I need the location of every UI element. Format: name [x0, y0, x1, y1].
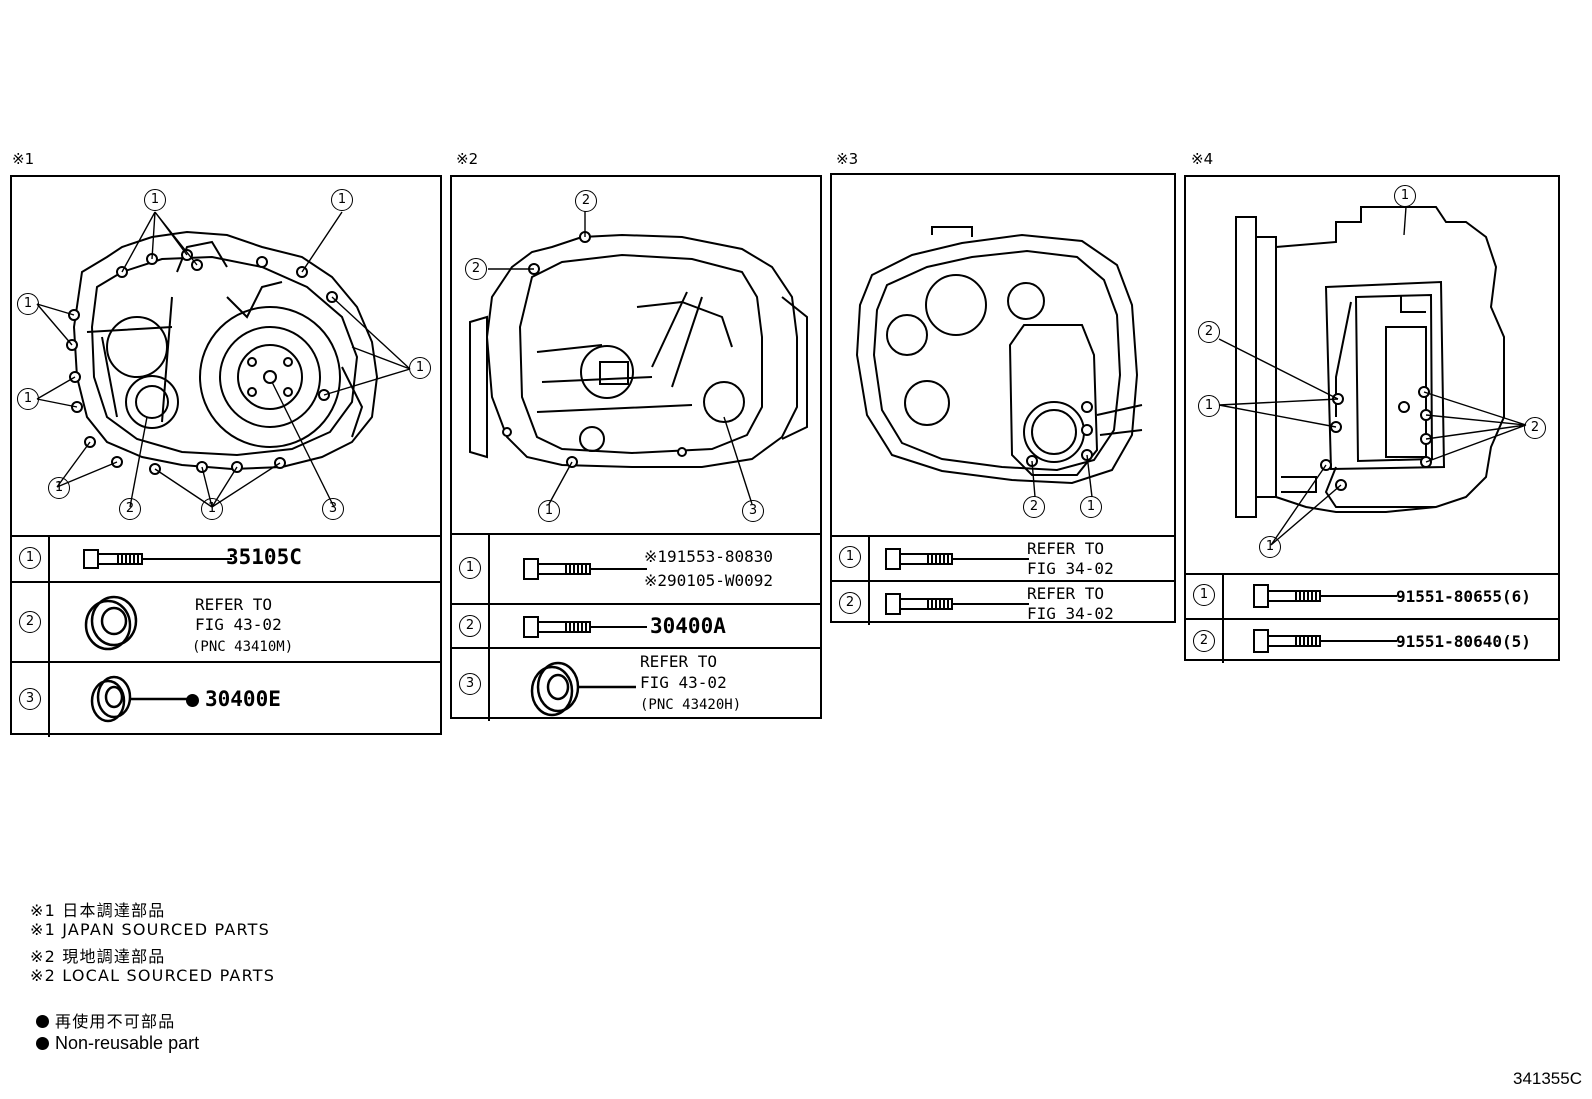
table-row: 3 REFER TO FIG 43-02 (PNC 43420H)	[452, 647, 820, 721]
callout-1: 1	[1394, 185, 1416, 207]
legend-local-jp: ※2 現地調達部品	[30, 947, 166, 966]
panel-2-parts-table: 1 ※191553-80830 ※290105-W0092 2 30400A 3…	[450, 533, 822, 721]
bolt-icon	[1253, 584, 1397, 608]
refer-to-line: REFER TO	[1027, 584, 1105, 603]
callout-3: 3	[322, 498, 344, 520]
bolt-icon	[83, 549, 232, 569]
bolt-icon	[523, 558, 647, 580]
oil-seal-icon	[84, 595, 138, 651]
section-label-1: ※1	[12, 150, 35, 168]
panel-3-parts-table: 1 REFER TO FIG 34-02 2 REFER TO FIG 34-0…	[830, 535, 1176, 625]
callout-2: 2	[1524, 417, 1546, 439]
callout-1: 1	[48, 477, 70, 499]
part-number: 30400A	[650, 614, 726, 638]
callout-1: 1	[144, 189, 166, 211]
callout-1: 1	[1198, 395, 1220, 417]
non-reusable-bullet-icon	[36, 1037, 49, 1050]
row-number: 2	[839, 592, 861, 614]
part-number: 30400E	[186, 687, 281, 711]
row-number: 1	[1193, 584, 1215, 606]
callout-1: 1	[409, 357, 431, 379]
callout-2: 2	[465, 258, 487, 280]
callout-1: 1	[1259, 536, 1281, 558]
callout-1: 1	[17, 388, 39, 410]
part-number: 91551-80655(6)	[1396, 587, 1531, 606]
callout-2: 2	[1023, 496, 1045, 518]
pnc-reference: (PNC 43410M)	[192, 639, 294, 655]
row-number: 1	[19, 547, 41, 569]
transaxle-case-side-drawing	[469, 211, 808, 505]
bolt-icon	[885, 593, 1029, 615]
callout-2: 2	[1198, 321, 1220, 343]
callout-3: 3	[742, 500, 764, 522]
row-number: 3	[19, 688, 41, 710]
refer-to-line: REFER TO	[195, 595, 273, 614]
row-number: 1	[839, 546, 861, 568]
figure-reference: FIG 43-02	[195, 615, 282, 634]
table-row: 1 ※191553-80830 ※290105-W0092	[452, 535, 820, 603]
non-reusable-bullet-icon	[186, 694, 199, 707]
refer-to-line: REFER TO	[1027, 539, 1105, 558]
callout-1: 1	[201, 498, 223, 520]
transaxle-housing-front-drawing	[36, 211, 411, 508]
legend-japan-jp: ※1 日本調達部品	[30, 901, 166, 920]
row-number: 3	[459, 673, 481, 695]
row-number: 2	[459, 615, 481, 637]
panel-1-drawing-box: 1 1 1 1 1 1 2 1 3	[10, 175, 442, 537]
legend-japan-en: ※1 JAPAN SOURCED PARTS	[30, 920, 271, 939]
figure-id: 341355C	[1512, 1069, 1582, 1088]
table-row: 1 91551-80655(6)	[1186, 575, 1558, 618]
figure-reference: FIG 34-02	[1027, 559, 1114, 578]
callout-1: 1	[331, 189, 353, 211]
non-reusable-bullet-icon	[36, 1015, 49, 1028]
panel-4-parts-table: 1 91551-80655(6) 2 91551-80640(5)	[1184, 573, 1560, 663]
callout-1: 1	[17, 293, 39, 315]
callout-2: 2	[119, 498, 141, 520]
table-row: 2 91551-80640(5)	[1186, 618, 1558, 663]
panel-1-parts-table: 1 35105C 2 REFER TO FIG 43-02 (PNC 43410…	[10, 535, 442, 737]
table-row: 2 30400A	[452, 603, 820, 647]
figure-reference: FIG 34-02	[1027, 604, 1114, 623]
bolt-icon	[1253, 629, 1397, 653]
row-number: 2	[1193, 630, 1215, 652]
legend-nonreusable-en: Non-reusable part	[36, 1033, 199, 1054]
oil-seal-icon	[530, 661, 636, 717]
japan-part-number: ※191553-80830	[644, 547, 773, 566]
refer-to-line: REFER TO	[640, 652, 718, 671]
part-number: 35105C	[226, 545, 302, 569]
table-row: 3 30400E	[12, 661, 440, 737]
callout-1: 1	[1080, 496, 1102, 518]
table-row: 2 REFER TO FIG 34-02	[832, 580, 1174, 625]
row-number: 2	[19, 611, 41, 633]
local-part-number: ※290105-W0092	[644, 571, 773, 590]
transaxle-cover-drawing	[855, 226, 1143, 498]
oil-pan-side-drawing	[1218, 206, 1527, 546]
section-label-3: ※3	[836, 150, 859, 168]
bolt-icon	[885, 548, 1029, 570]
figure-reference: FIG 43-02	[640, 673, 727, 692]
callout-2: 2	[575, 190, 597, 212]
legend-local-en: ※2 LOCAL SOURCED PARTS	[30, 966, 276, 985]
bolt-icon	[523, 616, 647, 638]
pnc-reference: (PNC 43420H)	[640, 697, 742, 713]
table-row: 1 REFER TO FIG 34-02	[832, 537, 1174, 580]
section-label-2: ※2	[456, 150, 479, 168]
part-number: 91551-80640(5)	[1396, 632, 1531, 651]
legend-nonreusable-jp: 再使用不可部品	[36, 1008, 175, 1032]
table-row: 1 35105C	[12, 537, 440, 581]
row-number: 1	[459, 557, 481, 579]
panel-2-drawing-box: 2 2 1 3	[450, 175, 822, 535]
table-row: 2 REFER TO FIG 43-02 (PNC 43410M)	[12, 581, 440, 661]
section-label-4: ※4	[1191, 150, 1214, 168]
callout-1: 1	[538, 500, 560, 522]
panel-3-drawing-box: 2 1	[830, 173, 1176, 537]
oil-seal-icon	[90, 675, 188, 723]
panel-4-drawing-box: 1 2 1 1 2	[1184, 175, 1560, 575]
